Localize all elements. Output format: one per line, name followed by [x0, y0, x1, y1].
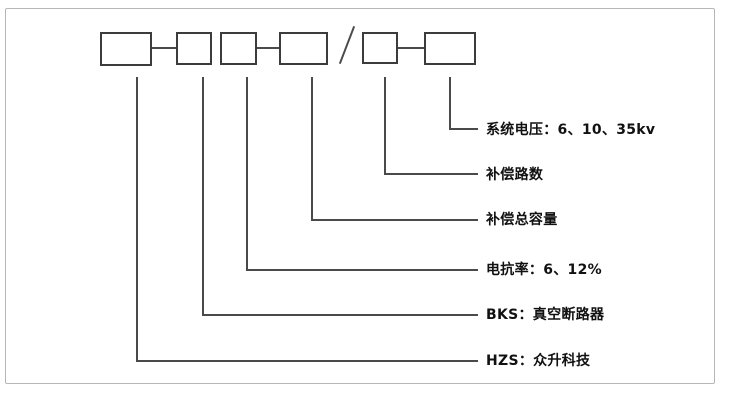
leader-horizontal-box6 — [449, 128, 478, 130]
diagram-frame — [5, 8, 715, 384]
label-reactance-rate: 电抗率：6、12% — [486, 262, 602, 278]
model-box-4 — [279, 32, 328, 65]
label-system-voltage: 系统电压：6、10、35kv — [486, 122, 656, 138]
leader-horizontal-box5 — [384, 173, 478, 175]
leader-horizontal-box3 — [246, 269, 478, 271]
leader-vertical-box3 — [246, 77, 248, 271]
box-connector-3-4 — [257, 47, 279, 49]
label-compensation-circuits: 补偿路数 — [486, 167, 544, 183]
model-box-5 — [362, 32, 398, 64]
model-box-6 — [424, 32, 476, 65]
model-box-1 — [100, 32, 152, 66]
leader-vertical-box1 — [136, 77, 138, 362]
leader-vertical-box4 — [311, 77, 313, 221]
model-box-2 — [176, 32, 212, 65]
leader-vertical-box6 — [449, 77, 451, 130]
leader-horizontal-box1 — [136, 360, 478, 362]
leader-vertical-box5 — [384, 77, 386, 175]
leader-vertical-box2 — [202, 77, 204, 316]
leader-horizontal-box2 — [202, 314, 478, 316]
box-connector-5-6 — [398, 47, 424, 49]
label-bks-vacuum-breaker: BKS：真空断路器 — [486, 307, 605, 323]
label-total-compensation-capacity: 补偿总容量 — [486, 212, 558, 228]
model-box-3 — [220, 32, 257, 65]
leader-horizontal-box4 — [311, 219, 478, 221]
label-hzs-brand: HZS：众升科技 — [486, 353, 591, 369]
box-connector-1-2 — [152, 47, 176, 49]
